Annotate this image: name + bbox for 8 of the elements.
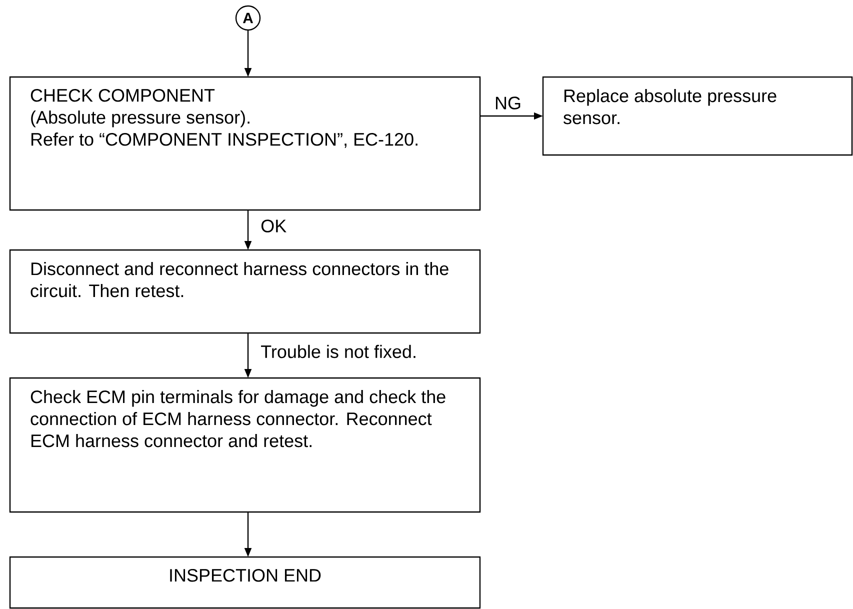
edge-label: OK <box>258 218 289 234</box>
process-box: Replace absolute pressure sensor. <box>542 76 853 156</box>
process-box: CHECK COMPONENT (Absolute pressure sensor). Refer to “COMPONENT INSPECTION”, EC-120. <box>9 76 481 211</box>
process-box: Check ECM pin terminals for damage and check the connection of ECM harness connector. Reconnect ECM harness connector and retest. <box>9 377 481 513</box>
edge-label: NG <box>492 94 524 112</box>
process-box: Disconnect and reconnect harness connectors in the circuit. Then retest. <box>9 249 481 334</box>
process-box: INSPECTION END <box>9 556 481 609</box>
edge-label: Trouble is not fixed. <box>258 342 420 360</box>
